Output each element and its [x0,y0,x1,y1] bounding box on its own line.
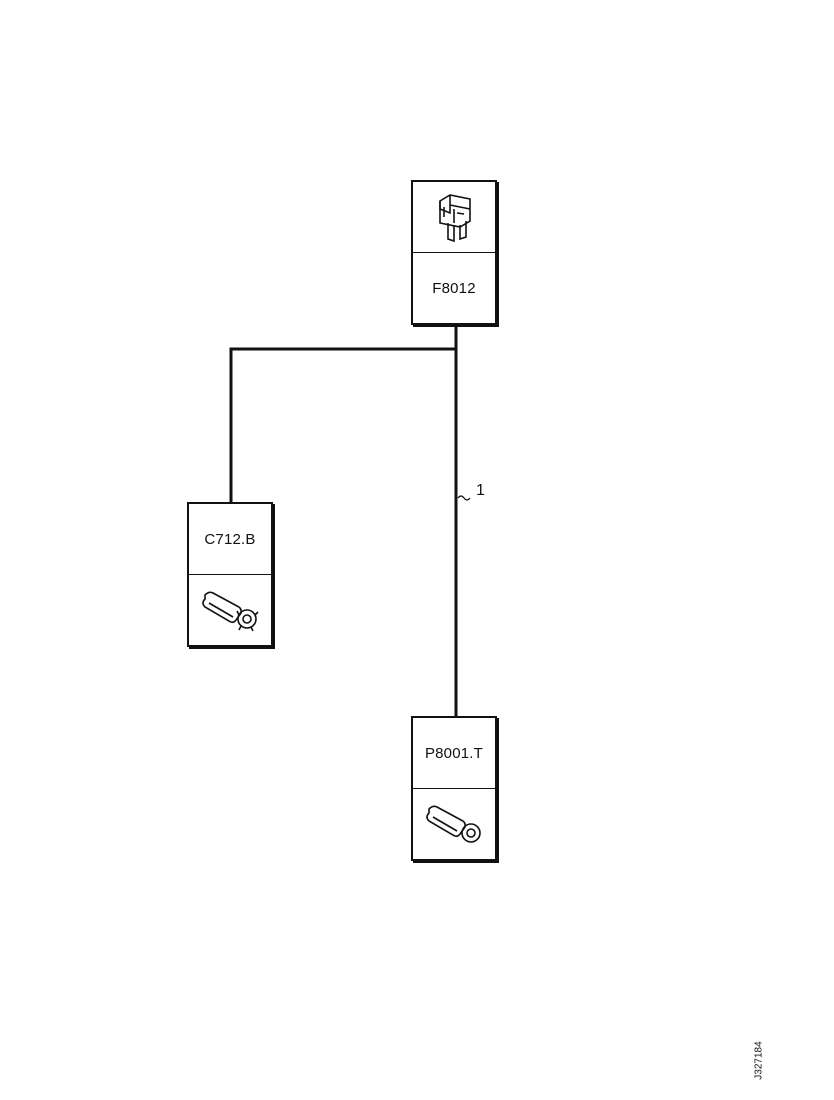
ring-terminal-icon [202,591,259,632]
ring-terminal-icon [426,805,481,843]
fuse-label-cell: F8012 [413,252,495,323]
p8001-icon-cell [413,788,495,859]
fuse-f8012-box: F8012 [411,180,497,325]
wire-to-c712 [229,324,458,502]
c712-label-cell: C712.B [189,504,271,574]
fuse-label: F8012 [432,279,476,297]
fuse-icon [439,194,471,243]
wire-lines [229,324,458,716]
ground-p8001-box: P8001.T [411,716,497,861]
p8001-label: P8001.T [424,744,484,762]
document-id: J327184 [753,1041,765,1080]
c712-icon-cell [189,574,271,645]
wire-number: 1 [476,482,485,499]
fuse-icon-cell [413,182,495,252]
c712-label: C712.B [204,530,256,548]
wire-number-leader [457,495,471,501]
p8001-label-cell: P8001.T [413,718,495,788]
ground-c712-box: C712.B [187,502,273,647]
